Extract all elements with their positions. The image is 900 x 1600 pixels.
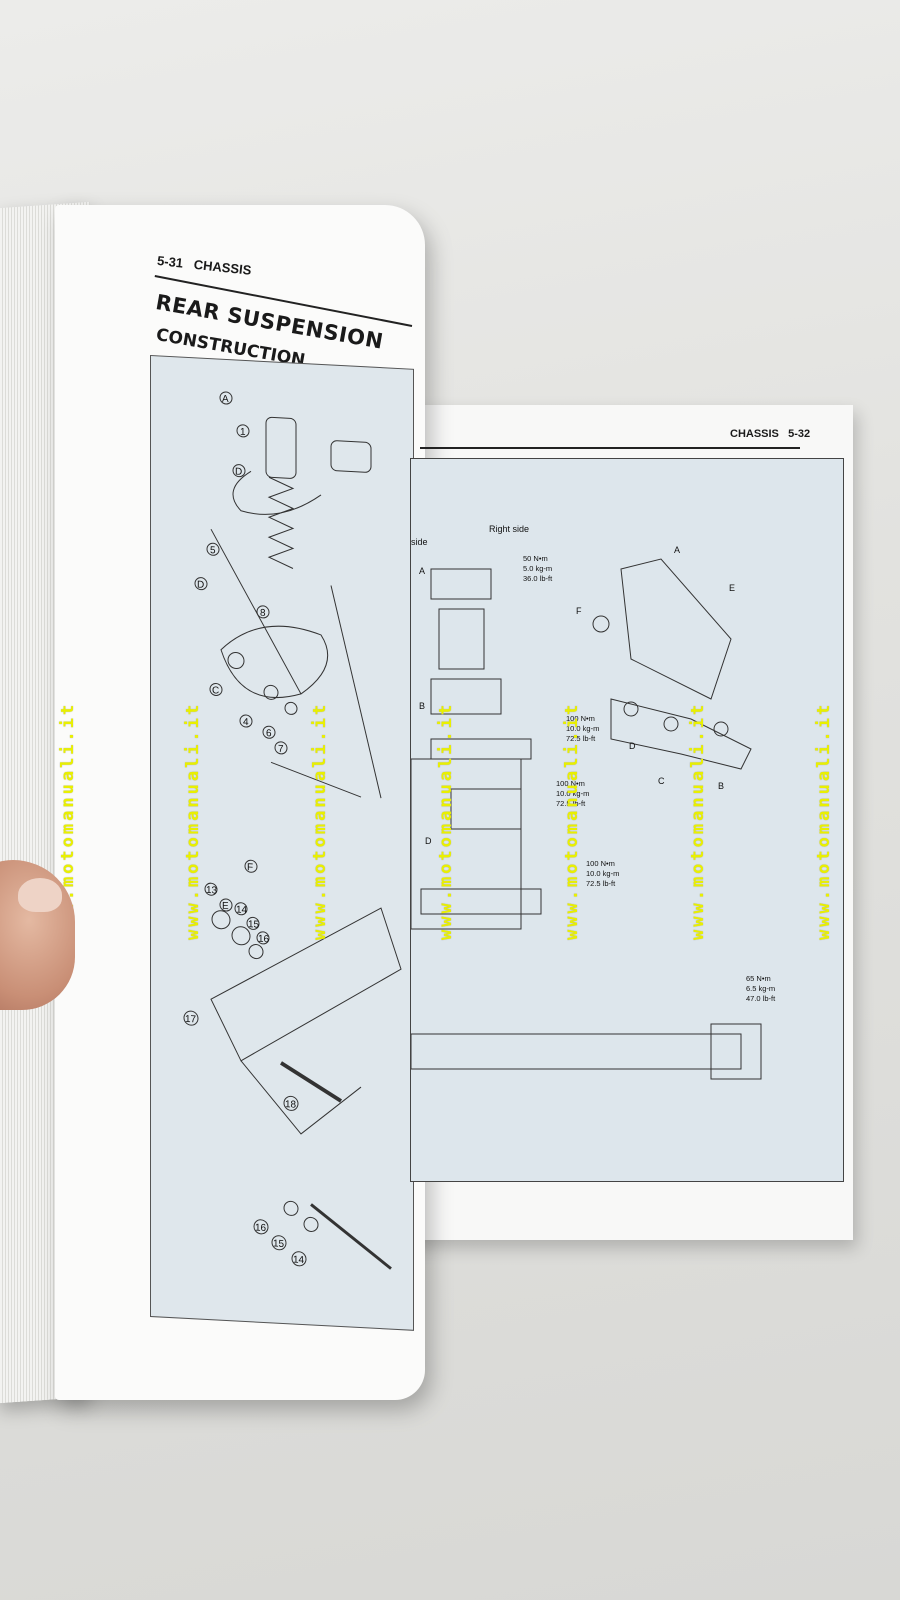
callout-a: A [222,394,229,405]
label-d: D [425,836,432,846]
callout-1: 1 [240,427,246,438]
swingarm [210,907,402,1062]
thumbnail-nail [18,878,62,912]
label-a: A [419,566,425,576]
bearing [248,944,264,960]
callout-14-2: 14 [293,1254,305,1266]
torque-lbft: 72.5 lb-ft [556,799,586,808]
side-label-right: Right side [489,524,530,534]
reservoir-hose [232,470,322,515]
upper-mount [430,568,492,600]
torque-nm: 100 N•m [566,714,595,723]
shock-mid [430,678,502,715]
torque-lbft: 36.0 lb-ft [523,574,553,583]
callout-16-2: 16 [255,1223,267,1235]
torque-nm: 50 N•m [523,554,548,563]
watermark: www.motomanuali.it [436,701,456,940]
linkage-label-c: C [658,776,665,786]
side-label-left: side [411,537,428,547]
spacer [284,701,298,715]
cushion-lever [220,625,329,698]
exploded-view-diagram: A 1 D 5 D C 4 6 7 8 F E 13 14 15 16 17 1… [150,355,414,1331]
watermark: www.motomanuali.it [183,701,203,940]
linkage-side-view [620,558,732,700]
right-page-number: 5-32 [788,428,811,440]
torque-kgm: 10.0 kg-m [586,869,620,878]
callout-f: F [247,862,253,873]
torque-spec-2: 100 N•m 10.0 kg-m 72.5 lb-ft [566,714,599,744]
lever-bolt-upper [430,738,532,760]
torque-spec-1: 50 N•m 5.0 kg-m 36.0 lb-ft [523,554,552,584]
bushing-2 [263,684,279,700]
torque-spec-5: 65 N•m 6.5 kg-m 47.0 lb-ft [746,974,775,1004]
right-header-rule [420,447,800,449]
washer-2 [231,926,251,946]
callout-e: E [222,901,229,912]
watermark: www.motomanuali.it [814,701,834,940]
rod-bolt [450,788,522,830]
torque-nm: 65 N•m [746,974,771,983]
callout-13: 13 [206,885,218,897]
callout-7: 7 [278,744,284,755]
callout-d: D [235,466,242,477]
cushion-lever-side [610,698,752,770]
tie-rod-right [330,585,382,799]
watermark: www.motomanuali.it [310,701,330,940]
torque-nm: 100 N•m [586,859,615,868]
label-b: B [419,701,425,711]
torque-lbft: 47.0 lb-ft [746,994,776,1003]
shock-absorber-body [265,416,297,479]
callout-18: 18 [285,1099,297,1111]
reservoir [330,440,372,473]
right-section-label: CHASSIS [730,428,779,440]
pivot-shaft-section [411,1033,742,1070]
lever-bolt-lower [420,888,542,915]
washer [211,910,231,930]
pivot-nut [710,1023,762,1080]
linkage-label-f: F [576,606,582,616]
seal-2 [303,1216,319,1232]
tie-rod [210,528,302,695]
linkage-label-e: E [729,583,735,593]
callout-15-2: 15 [273,1238,285,1250]
callout-15: 15 [248,919,260,931]
torque-kgm: 6.5 kg-m [746,984,776,993]
bushing [227,651,245,670]
pivot-shaft [279,1061,343,1103]
callout-4: 4 [243,717,249,728]
torque-kgm: 5.0 kg-m [523,564,553,573]
torque-spec-4: 100 N•m 10.0 kg-m 72.5 lb-ft [586,859,619,889]
watermark: www.motomanuali.it [562,701,582,940]
linkage-label-d: D [629,741,636,751]
callout-8: 8 [260,608,266,619]
assembly-diagram: A B D A E F D C B side Right side 50 N•m… [410,458,844,1182]
torque-kgm: 10.0 kg-m [566,724,600,733]
swingarm-arm [240,1060,362,1135]
torque-lbft: 72.5 lb-ft [586,879,616,888]
shock-spring [267,476,295,569]
torque-kgm: 10.0 kg-m [556,789,590,798]
callout-d-2: D [197,579,204,590]
torque-lbft: 72.5 lb-ft [566,734,596,743]
callout-17: 17 [185,1014,197,1026]
right-page-header: CHASSIS 5-32 [730,428,810,440]
callout-5: 5 [210,545,216,556]
pivot-bolt [310,1203,392,1270]
watermark: www.motomanuali.it [688,701,708,940]
callout-6: 6 [266,728,272,739]
torque-spec-3: 100 N•m 10.0 kg-m 72.5 lb-ft [556,779,589,809]
assembly-drawing: A B D A E F D C B [411,545,762,1080]
linkage-label-a: A [674,545,680,555]
dust-seal [283,1200,299,1216]
callout-c: C [212,685,219,696]
shock-top [438,608,485,670]
left-page-number: 5-31 [156,253,184,271]
callout-14: 14 [236,905,248,917]
callout-16: 16 [258,934,270,946]
exploded-view-drawing: A 1 D 5 D C 4 6 7 8 F E 13 14 15 16 17 1… [183,391,402,1270]
torque-nm: 100 N•m [556,779,585,788]
bolt [270,761,362,798]
linkage-label-b: B [718,781,724,791]
